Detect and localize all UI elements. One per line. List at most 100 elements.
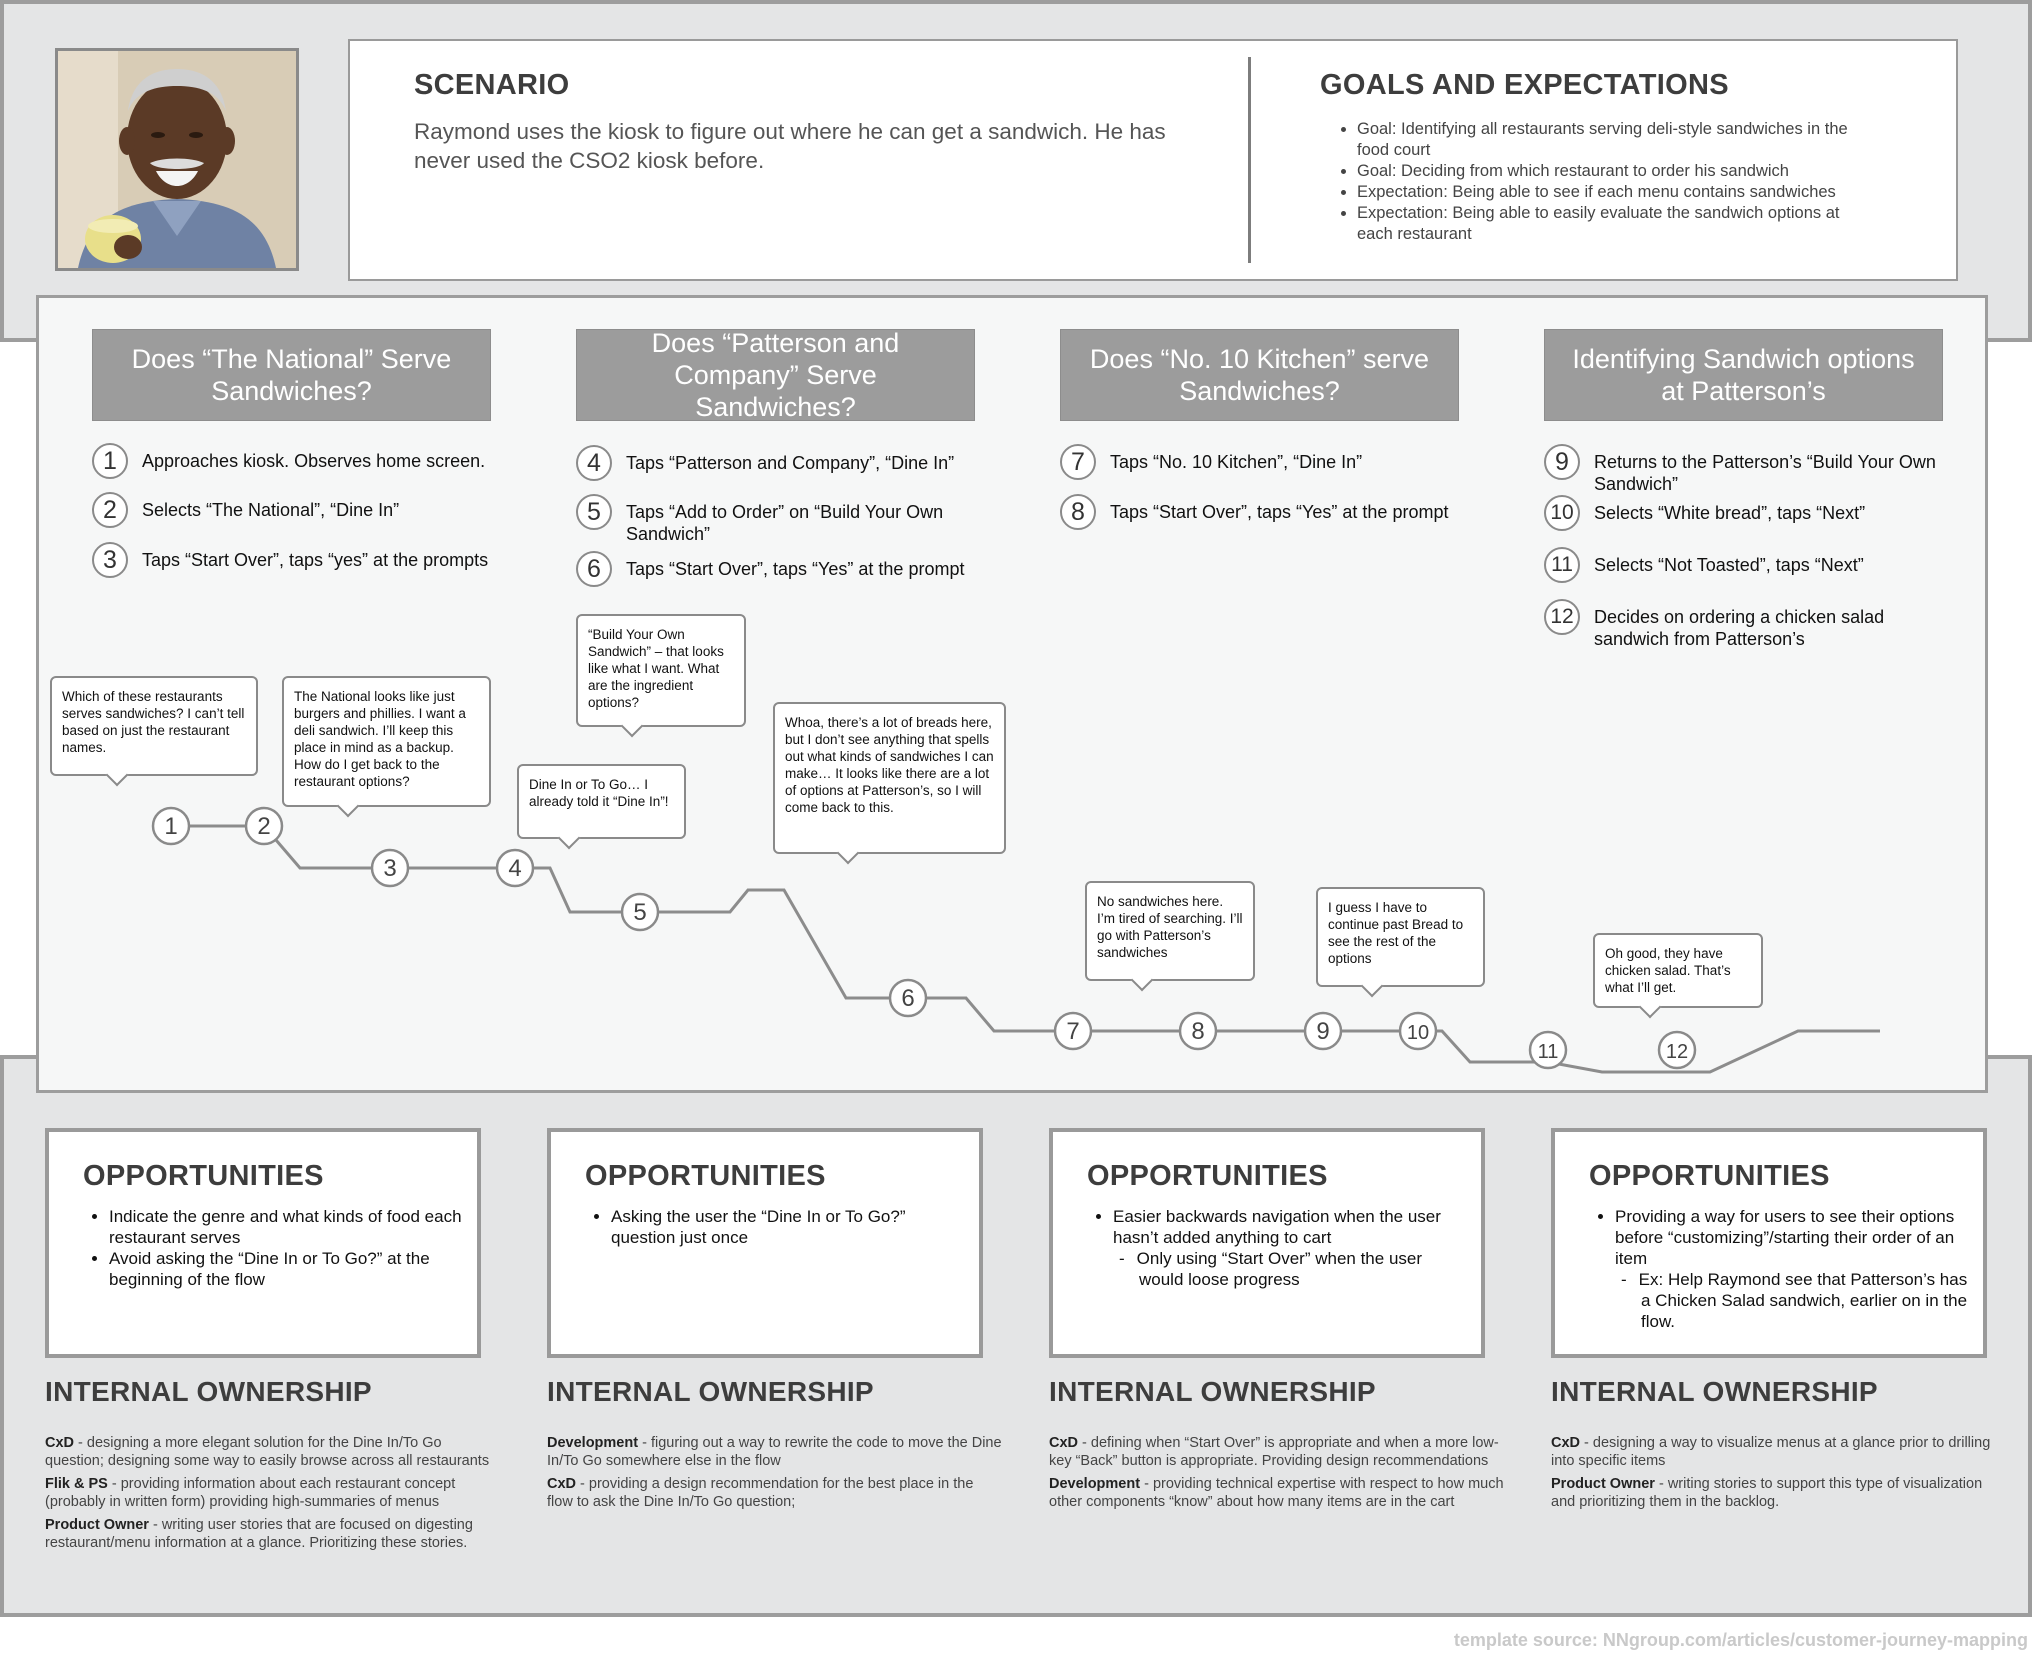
ownership-entry: Development - figuring out a way to rewr… [547, 1434, 1002, 1470]
ownership-title: INTERNAL OWNERSHIP [547, 1376, 874, 1407]
journey-node-label: 9 [1316, 1018, 1329, 1045]
opportunity-text: Providing a way for users to see their o… [1615, 1207, 1955, 1268]
ownership-entry: Flik & PS - providing information about … [45, 1475, 500, 1511]
step-number: 11 [1544, 547, 1580, 583]
goal-item: Expectation: Being able to see if each m… [1357, 182, 1873, 203]
journey-node-label: 4 [508, 855, 521, 882]
ownership-role: Development [1049, 1476, 1141, 1492]
stage-header-3: Does “No. 10 Kitchen” serve Sandwiches? [1060, 329, 1459, 421]
step-text: Taps “Start Over”, taps “yes” at the pro… [142, 550, 489, 570]
journey-node-circle [1398, 1011, 1438, 1051]
opportunities-card-4: OPPORTUNITIES Providing a way for users … [1551, 1128, 1987, 1358]
step-number: 9 [1544, 444, 1580, 480]
opportunity-item: Providing a way for users to see their o… [1615, 1206, 1973, 1332]
journey-node-circle [1528, 1030, 1568, 1070]
step-number: 2 [92, 492, 128, 528]
step-number: 3 [92, 542, 128, 578]
journey-node-4: 4 [495, 848, 535, 888]
opportunities-title: OPPORTUNITIES [83, 1160, 324, 1192]
journey-node-6: 6 [888, 978, 928, 1018]
ownership-list-3: CxD - defining when “Start Over” is appr… [1049, 1434, 1504, 1516]
opportunities-title: OPPORTUNITIES [585, 1160, 826, 1192]
ownership-role: CxD [1551, 1435, 1581, 1451]
step-5: 5 Taps “Add to Order” on “Build Your Own … [576, 494, 956, 545]
journey-node-9: 9 [1303, 1011, 1343, 1051]
scenario-text: Raymond uses the kiosk to figure out whe… [414, 119, 1166, 173]
journey-node-circle [370, 848, 410, 888]
ownership-text: - writing stories to support this type o… [1551, 1476, 1983, 1510]
opportunity-item: Easier backwards navigation when the use… [1113, 1206, 1471, 1290]
ownership-entry: CxD - providing a design recommendation … [547, 1475, 1002, 1511]
template-source-link[interactable]: template source: NNgroup.com/articles/cu… [1453, 1630, 2028, 1650]
thought-bubble-5: Whoa, there’s a lot of breads here, but … [773, 702, 1006, 865]
journey-node-1: 1 [151, 806, 191, 846]
step-3: 3 Taps “Start Over”, taps “yes” at the pr… [92, 542, 502, 578]
step-number: 10 [1544, 495, 1580, 531]
step-text: Taps “Patterson and Company”, “Dine In” [626, 453, 955, 473]
step-text: Taps “No. 10 Kitchen”, “Dine In” [1110, 452, 1363, 472]
persona-illustration [58, 51, 296, 268]
journey-node-7: 7 [1053, 1011, 1093, 1051]
stage-header-2: Does “Patterson and Company” Serve Sandw… [576, 328, 975, 422]
step-text: Taps “Add to Order” on “Build Your Own S… [626, 502, 944, 544]
ownership-role: Development [547, 1435, 639, 1451]
opportunities-title: OPPORTUNITIES [1589, 1160, 1830, 1192]
journey-node-circle [1053, 1011, 1093, 1051]
opportunity-subitem: Only using “Start Over” when the user wo… [1137, 1248, 1471, 1290]
ownership-role: Product Owner [45, 1517, 149, 1533]
ownership-entry: Product Owner - writing user stories tha… [45, 1516, 500, 1552]
journey-node-label: 3 [383, 855, 396, 882]
journey-node-label: 6 [901, 985, 914, 1012]
journey-node-circle [1178, 1011, 1218, 1051]
ownership-text: - designing a more elegant solution for … [45, 1435, 490, 1469]
journey-node-8: 8 [1178, 1011, 1218, 1051]
bubble-text: Which of these restaurants serves sandwi… [62, 689, 245, 755]
step-number: 5 [576, 494, 612, 530]
ownership-text: - writing user stories that are focused … [45, 1517, 473, 1551]
journey-node-label: 12 [1666, 1041, 1688, 1063]
ownership-entry: Product Owner - writing stories to suppo… [1551, 1475, 2006, 1511]
opportunities-card-3: OPPORTUNITIES Easier backwards navigatio… [1049, 1128, 1485, 1358]
goals-title: GOALS AND EXPECTATIONS [1320, 69, 1729, 101]
goal-item: Expectation: Being able to easily evalua… [1357, 203, 1873, 245]
journey-node-circle [1657, 1030, 1697, 1070]
bubble-text: Oh good, they have chicken salad. That’s… [1605, 946, 1731, 995]
journey-node-label: 5 [633, 899, 646, 926]
opportunities-card-1: OPPORTUNITIES Indicate the genre and wha… [45, 1128, 481, 1358]
thought-bubble-4: “Build Your Own Sandwich” – that looks l… [576, 614, 746, 738]
bubble-text: No sandwiches here. I’m tired of searchi… [1097, 894, 1243, 960]
step-number: 6 [576, 551, 612, 587]
ownership-title: INTERNAL OWNERSHIP [45, 1376, 372, 1407]
journey-node-label: 2 [257, 813, 270, 840]
ownership-text: - designing a way to visualize menus at … [1551, 1435, 1991, 1469]
journey-node-label: 10 [1407, 1022, 1429, 1044]
goal-item: Goal: Identifying all restaurants servin… [1357, 119, 1873, 161]
ownership-entry: CxD - designing a more elegant solution … [45, 1434, 500, 1470]
ownership-entry: CxD - defining when “Start Over” is appr… [1049, 1434, 1504, 1470]
journey-node-2: 2 [244, 806, 284, 846]
step-number: 12 [1544, 599, 1580, 635]
journey-node-circle [888, 978, 928, 1018]
thought-bubble-6: No sandwiches here. I’m tired of searchi… [1085, 881, 1255, 992]
ownership-role: Flik & PS [45, 1476, 108, 1492]
journey-node-12: 12 [1657, 1030, 1697, 1070]
bubble-text: The National looks like just burgers and… [294, 689, 466, 789]
thought-bubble-1: Which of these restaurants serves sandwi… [50, 676, 258, 787]
journey-node-label: 1 [164, 813, 177, 840]
journey-node-label: 11 [1538, 1041, 1559, 1063]
card-divider [1248, 57, 1251, 263]
bubble-text: “Build Your Own Sandwich” – that looks l… [588, 627, 724, 710]
step-text: Selects “The National”, “Dine In” [142, 500, 400, 520]
bubble-text: I guess I have to continue past Bread to… [1328, 900, 1464, 966]
opportunity-item: Avoid asking the “Dine In or To Go?” at … [109, 1248, 467, 1290]
ownership-title: INTERNAL OWNERSHIP [1551, 1376, 1878, 1407]
journey-node-circle [495, 848, 535, 888]
